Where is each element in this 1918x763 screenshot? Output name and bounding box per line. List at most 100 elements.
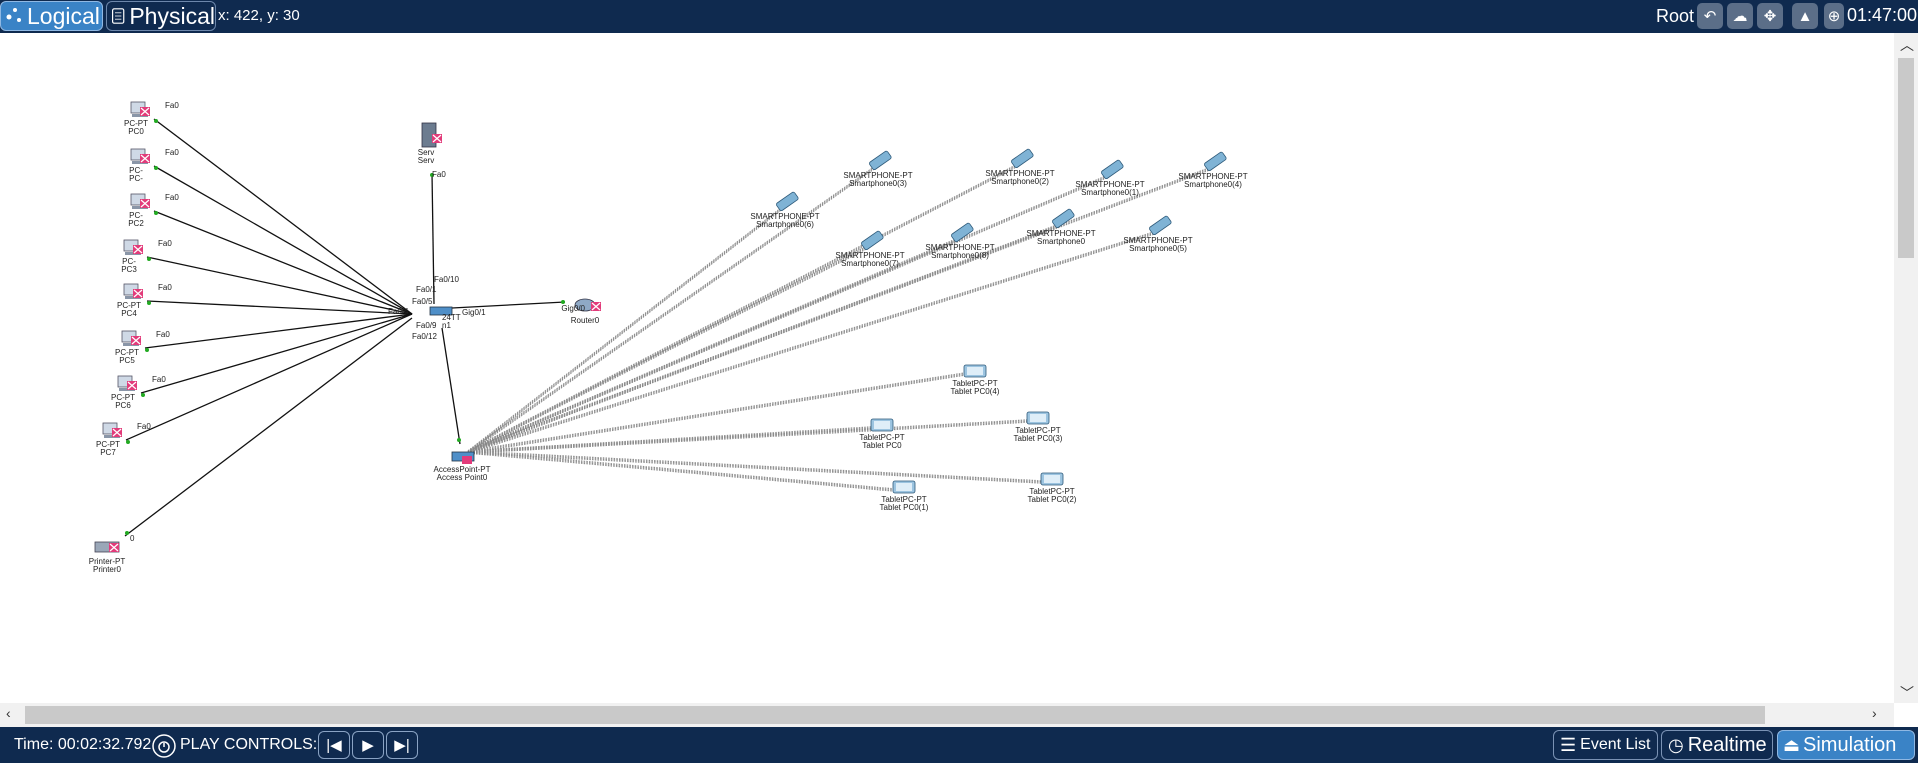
pc-port-label: Fa0 [165, 193, 179, 202]
smartphone-type-label: SMARTPHONE-PT [1178, 172, 1247, 181]
ethernet-link [140, 313, 413, 394]
smartphone-icon [776, 191, 799, 212]
smartphone-type-label: SMARTPHONE-PT [1026, 229, 1095, 238]
smartphone-name-label: Smartphone0 [1037, 237, 1086, 246]
wireless-link [467, 419, 1029, 451]
router-name-label: Router0 [571, 316, 600, 325]
smartphone-icon [869, 150, 892, 171]
wireless-link [467, 372, 966, 452]
wireless-link [467, 248, 867, 454]
smartphone-icon [1204, 151, 1227, 172]
link-status-dot [430, 173, 434, 177]
cursor-coordinates: x: 422, y: 30 [218, 7, 300, 24]
link-status-dot [154, 211, 158, 215]
pc-node [121, 330, 141, 346]
top-toolbar: Logical Physical x: 422, y: 30 Root ↶ ☁ … [0, 0, 1918, 33]
clock: 01:47:00 [1847, 5, 1918, 25]
smartphone-type-label: SMARTPHONE-PT [843, 171, 912, 180]
ethernet-link [125, 313, 413, 441]
back-icon[interactable]: ↶ [1697, 3, 1723, 29]
scroll-up-icon[interactable]: ︿ [1900, 37, 1914, 53]
link-down-cross [127, 381, 137, 390]
wireless-link [467, 451, 1043, 483]
server-port-label: Fa0 [432, 170, 446, 179]
wireless-link [467, 178, 1107, 454]
background-image-icon[interactable]: ▲ [1792, 3, 1818, 29]
wireless-link [467, 210, 782, 454]
pc-node [102, 422, 122, 438]
smartphone-type-label: SMARTPHONE-PT [1075, 180, 1144, 189]
wireless-link [467, 166, 875, 451]
wireless-link [467, 239, 957, 453]
smartphone-icon [1101, 159, 1124, 180]
horizontal-scrollbar[interactable]: ‹ › [0, 703, 1894, 727]
link-down-cross [432, 134, 442, 143]
timer-icon[interactable] [151, 733, 177, 759]
tablet-type-label: TabletPC-PT [1029, 487, 1074, 496]
play-button[interactable]: ▶ [352, 731, 384, 759]
ethernet-link [153, 118, 413, 315]
move-icon[interactable]: ✥ [1757, 3, 1783, 29]
cloud-icon[interactable]: ☁ [1727, 3, 1753, 29]
link-down-cross [133, 245, 143, 254]
wireless-link [467, 374, 966, 454]
pc-name-label: PC- [129, 174, 143, 183]
tablet-node [870, 418, 894, 432]
pc-type-label: PC-PT [96, 440, 120, 449]
smartphone-node [1101, 159, 1124, 180]
pc-port-label: Fa0 [156, 330, 170, 339]
scroll-down-icon[interactable]: ﹀ [1900, 685, 1914, 701]
physical-view-button[interactable]: Physical [106, 1, 216, 31]
link-down-cross [140, 154, 150, 163]
simulation-mode-button[interactable]: ⏏ Simulation [1777, 730, 1915, 760]
wireless-link [467, 372, 966, 451]
tablet-screen [1030, 414, 1046, 422]
printer-node [94, 541, 120, 553]
wireless-link [467, 231, 1155, 452]
access-point-name-label: Access Point0 [437, 473, 488, 482]
wireless-link [467, 240, 957, 454]
pc-node [117, 375, 137, 391]
wireless-link [467, 167, 875, 452]
pc-port-label: Fa0 [158, 239, 172, 248]
wireless-link [467, 419, 1029, 452]
wireless-link [467, 450, 895, 490]
switch-icon [429, 306, 453, 316]
tablet-node [1026, 411, 1050, 425]
tablet-screen [896, 483, 912, 491]
step-back-button[interactable]: |◀ [318, 731, 350, 759]
wireless-link [467, 246, 867, 452]
vertical-scroll-thumb[interactable] [1898, 58, 1914, 258]
wireless-link [467, 233, 1155, 454]
ethernet-link [146, 256, 413, 315]
viewport-icon[interactable]: ⊕ [1824, 3, 1844, 29]
vertical-scrollbar[interactable]: ︿ ﹀ [1894, 33, 1918, 703]
ethernet-link [153, 165, 413, 315]
smartphone-type-label: SMARTPHONE-PT [1123, 236, 1192, 245]
horizontal-scroll-thumb[interactable] [25, 706, 1765, 724]
smartphone-name-label: Smartphone0(6) [756, 220, 814, 229]
scroll-right-icon[interactable]: › [1872, 705, 1877, 721]
smartphone-node [951, 222, 974, 243]
wireless-link [467, 451, 895, 491]
pc-node [123, 239, 143, 255]
tablet-type-label: TabletPC-PT [859, 433, 904, 442]
event-list-button[interactable]: ☰ Event List [1553, 730, 1658, 760]
wireless-link [467, 234, 1155, 454]
physical-view-label: Physical [129, 2, 215, 29]
smartphone-type-label: SMARTPHONE-PT [835, 251, 904, 260]
logical-view-button[interactable]: Logical [0, 1, 103, 31]
link-status-dot [561, 300, 565, 304]
pc-type-label: PC- [129, 211, 143, 220]
tablet-screen [967, 367, 983, 375]
logical-view-icon [6, 8, 21, 22]
link-down-cross [131, 336, 141, 345]
link-down-cross [109, 543, 119, 552]
tablet-type-label: TabletPC-PT [881, 495, 926, 504]
step-forward-button[interactable]: ▶| [386, 731, 418, 759]
wireless-link [467, 208, 782, 453]
scroll-left-icon[interactable]: ‹ [6, 705, 11, 721]
link-status-dot [154, 119, 158, 123]
realtime-mode-button[interactable]: ◷ Realtime [1661, 730, 1773, 760]
